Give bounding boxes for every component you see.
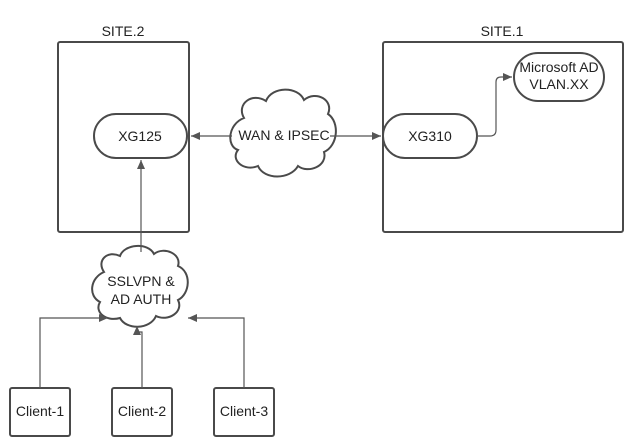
client-2-label: Client-2 (118, 403, 166, 419)
client-3-label: Client-3 (220, 403, 268, 419)
site-2-label: SITE.2 (102, 23, 145, 39)
xg310-label: XG310 (408, 128, 452, 144)
xg310-to-ad-arrow (477, 73, 512, 137)
client-2-arrow (133, 326, 143, 388)
vlan-label: VLAN.XX (529, 76, 589, 92)
microsoft-ad-node (513, 52, 605, 102)
client-1-label: Client-1 (16, 403, 64, 419)
client-1-arrow (39, 314, 108, 388)
wan-ipsec-cloud (229, 88, 337, 178)
xg125-node (93, 113, 188, 159)
xg125-label: XG125 (118, 128, 162, 144)
site-1-label: SITE.1 (481, 23, 524, 39)
client-3-arrow (188, 314, 245, 388)
wan-ipsec-label: WAN & IPSEC (238, 127, 329, 143)
microsoft-ad-label: Microsoft AD (519, 59, 598, 75)
sslvpn-cloud (91, 245, 189, 328)
sslvpn-label-line1: SSLVPN & (107, 273, 175, 289)
sslvpn-label-line2: AD AUTH (111, 291, 172, 307)
